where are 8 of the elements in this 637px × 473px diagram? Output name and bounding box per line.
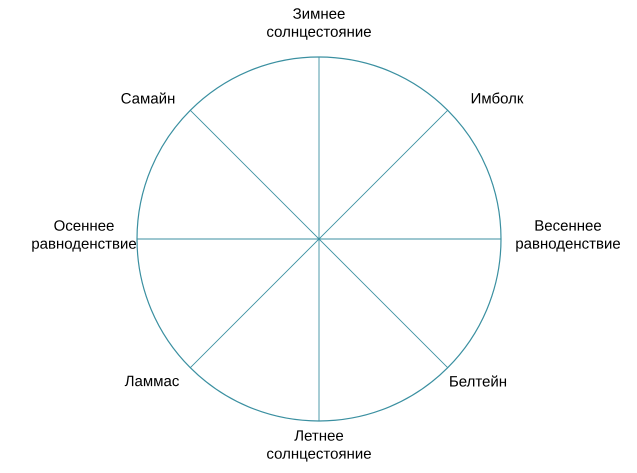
label: Самайн [121,92,174,104]
label: Летнее солнцестояние [267,430,371,462]
label: Имболк [472,92,524,104]
label: Ламмас [124,376,179,386]
label: Осеннее равноденствие [32,220,136,252]
label: Весеннее равноденствие [516,220,620,252]
label: Белтейн [450,375,506,387]
label: Зимнее солнцестояние [267,8,371,40]
